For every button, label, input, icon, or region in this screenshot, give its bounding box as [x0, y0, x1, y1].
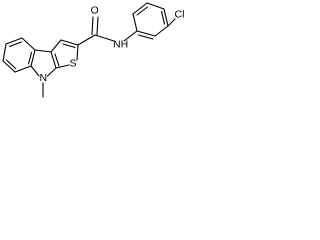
bond-thiophene-c2-s — [76, 44, 79, 61]
thiophene-ring — [50, 34, 96, 69]
bond-c5-c6-inner — [8, 41, 23, 48]
ring-nitrogen-label: N — [40, 72, 48, 84]
bond-c4a-c5 — [21, 37, 36, 51]
bond-c5-c6 — [5, 37, 23, 45]
pyrrole-ring — [30, 49, 60, 98]
bond-n-c8a — [30, 65, 40, 77]
bond-amide-cn — [94, 34, 115, 42]
amide-nh-label: NH — [113, 39, 128, 51]
bond-c7-c8 — [2, 60, 16, 73]
bond-carbonyl-thiophene — [77, 34, 96, 46]
fused-benzene-ring — [2, 37, 36, 73]
bond-amide-n-phenyl — [123, 30, 138, 42]
bond-c8-c8a — [14, 65, 32, 73]
bond-thiophene-c3-c3a — [50, 39, 62, 53]
bond-phenyl-c1-c2-inner — [137, 34, 154, 40]
bond-c7-c8-inner — [5, 59, 17, 70]
bond-phenyl-c5-c6 — [132, 2, 148, 15]
bond-thiophene-c2-c3-outer — [60, 39, 79, 46]
sulfur-label: S — [70, 58, 77, 70]
bond-c6-c7 — [2, 43, 7, 62]
bond-phenyl-c1-c2 — [136, 30, 156, 37]
chlorine-label: Cl — [175, 9, 185, 21]
bond-carbonyl-a — [91, 16, 94, 36]
bond-phenyl-c3-c4-inner — [160, 10, 166, 25]
bond-c3a-c6a-outer — [50, 51, 57, 69]
bond-carbonyl-b — [96, 16, 99, 36]
oxygen-label: O — [91, 5, 99, 17]
bond-phenyl-c4-c5 — [146, 2, 165, 10]
bond-c4a-c8a-inner — [27, 51, 33, 65]
bond-c6a-n — [46, 67, 57, 77]
bond-thiophene-c2-c3-inner — [62, 43, 76, 49]
bond-phenyl-cl — [167, 18, 176, 27]
bond-phenyl-c6-c1 — [132, 13, 138, 32]
bond-phenyl-c3-c4 — [163, 8, 169, 27]
chemical-structure-diagram: O NH S N Cl — [2, 2, 185, 98]
bond-c4a-c8a — [30, 49, 36, 67]
bond-phenyl-c5-c6-inner — [136, 6, 149, 16]
bond-c3a-c4a — [34, 49, 52, 53]
amide-group — [91, 16, 115, 42]
chlorophenyl-ring — [123, 2, 176, 42]
bond-c3a-c6a-inner — [54, 53, 60, 67]
bond-thiophene-s-c6a — [55, 64, 70, 69]
bond-phenyl-c2-c3 — [154, 25, 169, 37]
